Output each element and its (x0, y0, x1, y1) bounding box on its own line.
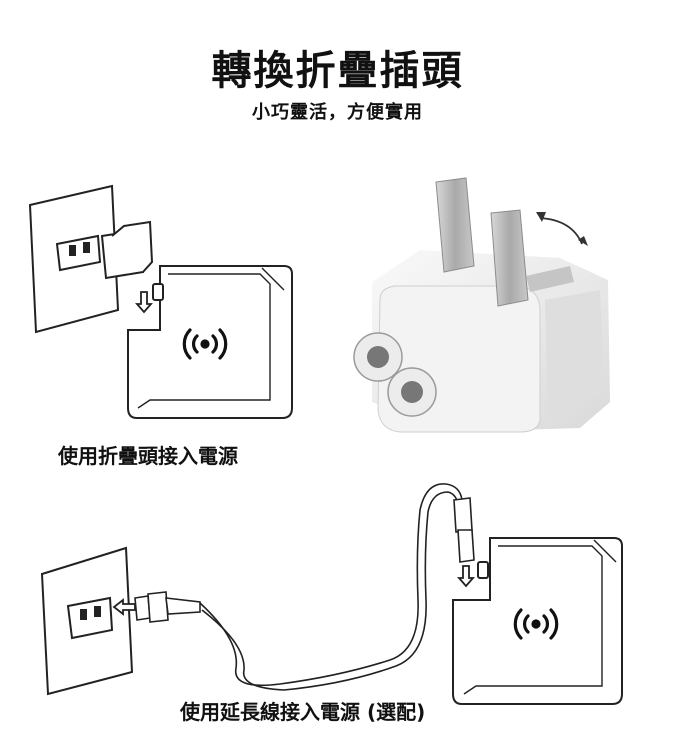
folded-plug-head (100, 220, 154, 280)
caption-extension-cord: 使用延長線接入電源 (選配) (180, 700, 426, 724)
wireless-signal-icon (182, 328, 228, 360)
wireless-signal-icon (513, 608, 559, 640)
power-adapter-1 (127, 265, 293, 419)
arrow-icon (112, 598, 136, 616)
arrow-icon (135, 291, 153, 314)
wall-outlet-1 (28, 184, 120, 334)
arrow-icon (457, 565, 475, 588)
extension-cord (134, 483, 475, 691)
wall-outlet-2 (40, 546, 134, 696)
page-title: 轉換折疊插頭 (211, 48, 464, 94)
folding-plug-photo (353, 177, 610, 433)
caption-folding-plug: 使用折疊頭接入電源 (58, 444, 238, 468)
page-subtitle: 小巧靈活，方便實用 (252, 102, 423, 123)
